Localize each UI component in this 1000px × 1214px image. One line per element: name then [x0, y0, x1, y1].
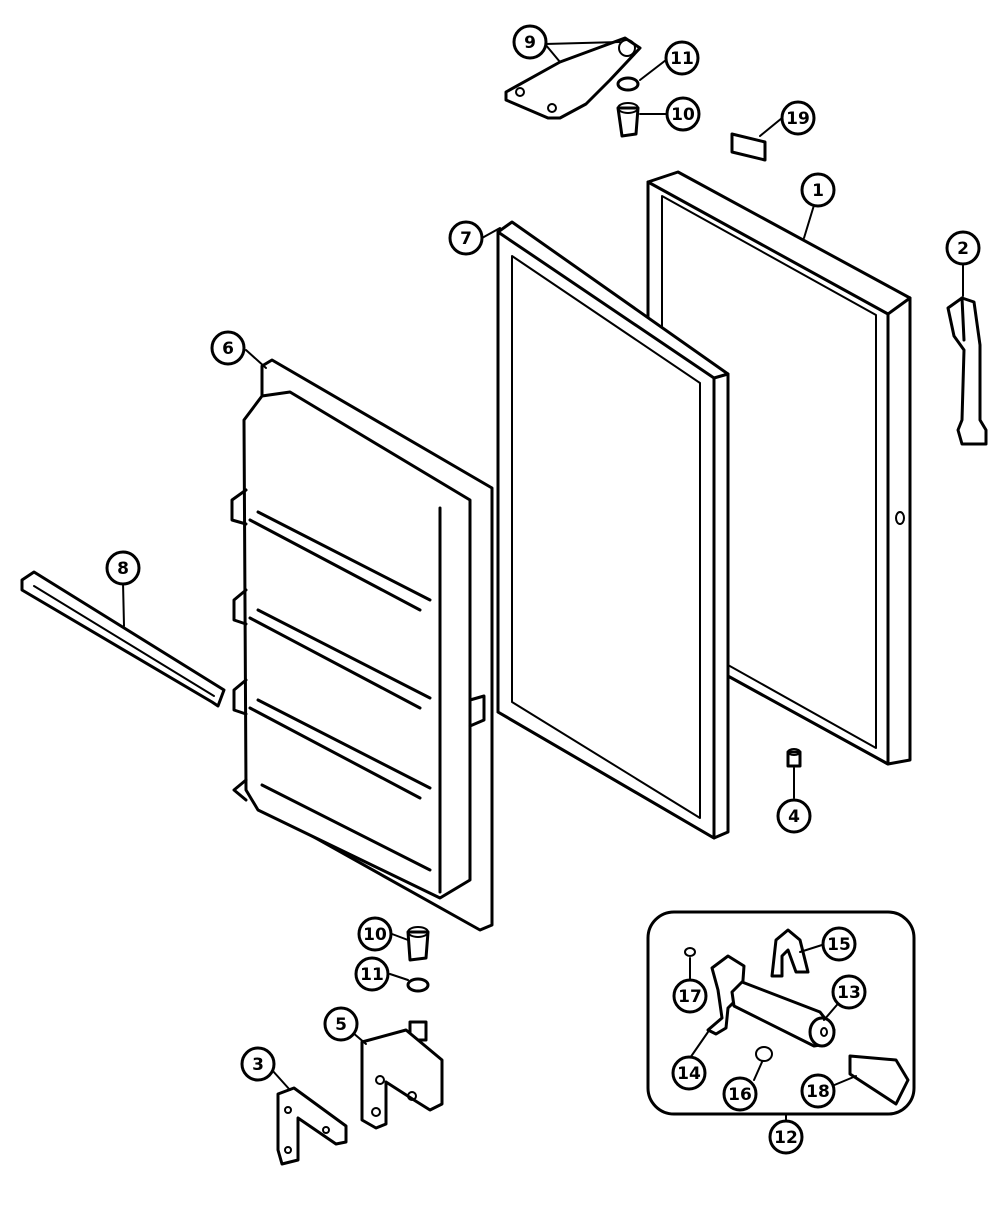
part-top-bushing: [616, 102, 640, 138]
svg-text:10: 10: [671, 105, 695, 125]
svg-text:13: 13: [837, 983, 861, 1003]
callout-1: 1: [800, 172, 836, 208]
part-cam: [706, 954, 746, 1036]
part-bottom-bushing: [406, 926, 430, 962]
svg-text:12: 12: [774, 1128, 798, 1148]
part-clip: [770, 928, 810, 978]
callout-17: 17: [672, 978, 708, 1014]
svg-text:15: 15: [827, 935, 851, 955]
callout-10-top: 10: [665, 96, 701, 132]
callout-4: 4: [776, 798, 812, 834]
svg-text:5: 5: [335, 1015, 347, 1035]
part-label-plate: [730, 132, 767, 162]
callout-5: 5: [323, 1006, 359, 1042]
callout-9-top: 9: [512, 24, 548, 60]
part-key: [848, 1054, 910, 1106]
svg-text:11: 11: [670, 49, 694, 69]
part-bottom-washer: [406, 977, 430, 993]
callout-18: 18: [800, 1073, 836, 1109]
part-door-handle: [946, 296, 988, 446]
svg-text:8: 8: [117, 559, 129, 579]
callout-12: 12: [768, 1119, 804, 1155]
callout-19: 19: [780, 100, 816, 136]
part-shelf-bar: [20, 570, 226, 708]
callout-14: 14: [671, 1055, 707, 1091]
svg-text:1: 1: [812, 181, 824, 201]
part-inner-door-liner: [230, 358, 494, 932]
callout-7: 7: [448, 220, 484, 256]
part-hinge-plate: [276, 1086, 348, 1166]
part-bottom-hinge: [360, 1020, 444, 1130]
svg-text:17: 17: [678, 987, 702, 1007]
callout-6: 6: [210, 330, 246, 366]
svg-text:11: 11: [360, 965, 384, 985]
part-lock-kit-box: [646, 910, 916, 1116]
part-plug: [786, 748, 802, 768]
part-screw: [684, 947, 696, 957]
svg-text:3: 3: [252, 1055, 264, 1075]
svg-text:6: 6: [222, 339, 234, 359]
svg-text:10: 10: [363, 925, 387, 945]
part-top-hinge: [504, 36, 642, 120]
callout-11-bottom: 11: [354, 956, 390, 992]
svg-text:18: 18: [806, 1082, 830, 1102]
svg-text:16: 16: [728, 1085, 752, 1105]
part-door-gasket: [496, 220, 730, 840]
svg-text:9: 9: [524, 33, 536, 53]
svg-text:19: 19: [786, 109, 810, 129]
callout-3: 3: [240, 1046, 276, 1082]
callout-10-bottom: 10: [357, 916, 393, 952]
svg-text:4: 4: [788, 807, 800, 827]
svg-text:7: 7: [460, 229, 472, 249]
callout-11-top: 11: [664, 40, 700, 76]
callout-8: 8: [105, 550, 141, 586]
svg-text:2: 2: [957, 239, 969, 259]
part-lock-cylinder: [730, 980, 836, 1048]
callout-13: 13: [831, 974, 867, 1010]
part-nut: [755, 1046, 773, 1062]
svg-text:14: 14: [677, 1064, 701, 1084]
part-top-washer: [616, 76, 640, 92]
callout-16: 16: [722, 1076, 758, 1112]
callout-15: 15: [821, 926, 857, 962]
callout-2: 2: [945, 230, 981, 266]
